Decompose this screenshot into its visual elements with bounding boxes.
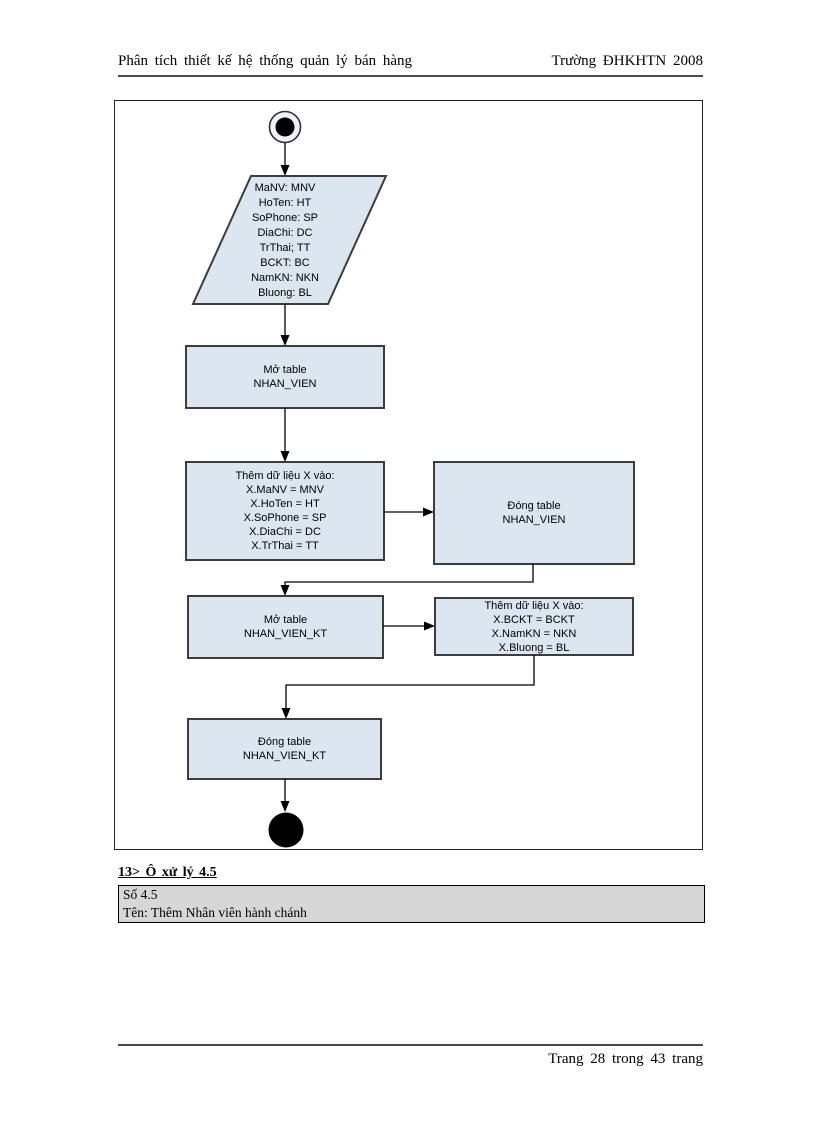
node-line: X.DiaChi = DC xyxy=(249,526,321,538)
input-parallelogram xyxy=(191,175,388,305)
node-open-nhan-vien-kt xyxy=(187,595,384,659)
node-open-nhan-vien xyxy=(185,345,385,409)
end-node xyxy=(268,812,304,848)
info-row-ten: Tên: Thêm Nhân viên hành chánh xyxy=(123,905,307,920)
node-line: Đóng table xyxy=(507,500,561,512)
node-insert-nhan-vien-text: Thêm dữ liệu X vào: X.MaNV = MNV X.HoTen… xyxy=(186,462,384,560)
input-line: DiaChi: DC xyxy=(257,227,313,239)
node-line: NHAN_VIEN xyxy=(502,514,566,526)
input-line: NamKN: NKN xyxy=(251,272,319,284)
section-heading: 13> Ô xử lý 4.5 xyxy=(118,865,217,880)
info-row-so: Số 4.5 xyxy=(123,887,158,902)
start-node-dot xyxy=(275,117,295,137)
node-close-nhan-vien-kt-text: Đóng table NHAN_VIEN_KT xyxy=(188,719,381,779)
arrowhead xyxy=(281,708,291,719)
arrowhead xyxy=(424,621,435,631)
node-line: X.TrThai = TT xyxy=(251,540,319,552)
input-line: MaNV: MNV xyxy=(254,182,316,194)
node-line: X.MaNV = MNV xyxy=(246,484,324,496)
input-line: BCKT: BC xyxy=(260,257,310,269)
arrowhead xyxy=(280,801,290,812)
arrowhead xyxy=(280,585,290,596)
input-line: SoPhone: SP xyxy=(251,212,319,224)
input-line: TrThai; TT xyxy=(259,242,311,254)
node-line: X.BCKT = BCKT xyxy=(493,613,575,626)
connector-close-openkt xyxy=(284,564,534,585)
arrowhead xyxy=(423,507,434,517)
node-line: Mở table xyxy=(263,364,307,376)
node-line: NHAN_VIEN xyxy=(253,378,317,390)
page-footer: Trang 28 trong 43 trang xyxy=(118,1044,703,1068)
header-title: Phân tích thiết kế hệ thống quản lý bán … xyxy=(118,53,413,69)
node-line: Đóng table xyxy=(257,736,312,748)
process-info-table: Số 4.5 Tên: Thêm Nhân viên hành chánh xyxy=(118,885,705,923)
node-close-nhan-vien-text: Đóng table NHAN_VIEN xyxy=(434,462,634,564)
node-line: NHAN_VIEN_KT xyxy=(243,628,328,640)
node-line: Mở table xyxy=(263,614,308,626)
node-insert-nhan-vien xyxy=(185,461,385,561)
input-parallelogram-text: MaNV: MNV HoTen: HT SoPhone: SP DiaChi: … xyxy=(205,181,365,301)
page-number-label: Trang 28 trong 43 trang xyxy=(548,1051,703,1067)
node-line: X.SoPhone = SP xyxy=(243,512,327,524)
node-open-nhan-vien-kt-text: Mở table NHAN_VIEN_KT xyxy=(188,596,383,658)
node-line: Thêm dữ liệu X vào: xyxy=(484,599,584,612)
arrowhead xyxy=(280,165,290,176)
flowchart-svg xyxy=(185,110,635,848)
page-header: Phân tích thiết kế hệ thống quản lý bán … xyxy=(118,50,703,77)
node-line: X.Bluong = BL xyxy=(498,641,570,654)
node-close-nhan-vien xyxy=(433,461,635,565)
input-line: Bluong: BL xyxy=(258,287,312,299)
node-close-nhan-vien-kt xyxy=(187,718,382,780)
node-line: X.NamKN = NKN xyxy=(491,627,577,640)
input-line: HoTen: HT xyxy=(258,197,312,209)
node-insert-nhan-vien-kt-text: Thêm dữ liệu X vào: X.BCKT = BCKT X.NamK… xyxy=(435,598,633,655)
node-line: Thêm dữ liệu X vào: xyxy=(235,470,335,482)
node-line: X.HoTen = HT xyxy=(250,498,320,510)
node-open-nhan-vien-text: Mở table NHAN_VIEN xyxy=(186,346,384,408)
arrowhead xyxy=(280,451,290,462)
diagram-frame: MaNV: MNV HoTen: HT SoPhone: SP DiaChi: … xyxy=(114,100,703,850)
arrowhead xyxy=(280,335,290,346)
header-school: Trường ĐHKHTN 2008 xyxy=(551,53,703,69)
node-line: NHAN_VIEN_KT xyxy=(242,750,327,762)
connector-insertkt-closekt xyxy=(285,655,535,708)
